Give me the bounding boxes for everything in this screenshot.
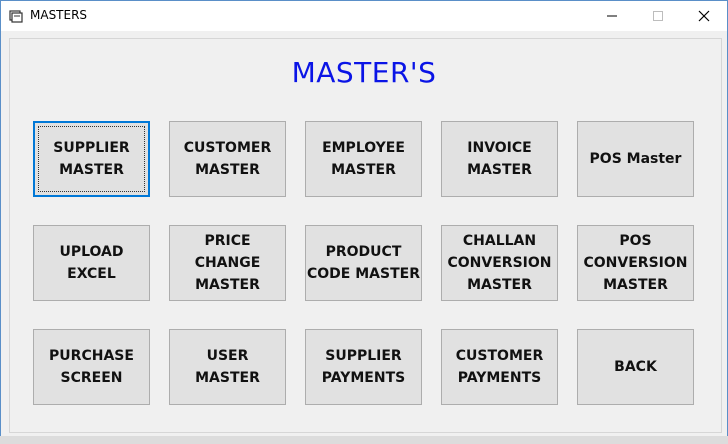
pos-master-button[interactable]: POS Master bbox=[577, 121, 694, 197]
product-code-master-button[interactable]: PRODUCT CODE MASTER bbox=[305, 225, 422, 301]
button-label: EMPLOYEE MASTER bbox=[322, 140, 405, 178]
window-bottom-edge bbox=[0, 436, 728, 444]
button-label: UPLOAD EXCEL bbox=[59, 244, 124, 282]
back-button[interactable]: BACK bbox=[577, 329, 694, 405]
purchase-screen-button[interactable]: PURCHASE SCREEN bbox=[33, 329, 150, 405]
customer-master-button[interactable]: CUSTOMER MASTER bbox=[169, 121, 286, 197]
button-label: CHALLAN CONVERSION MASTER bbox=[447, 233, 552, 293]
minimize-button[interactable] bbox=[589, 1, 635, 31]
button-label: CUSTOMER MASTER bbox=[183, 140, 272, 178]
page-title: MASTER'S bbox=[291, 56, 437, 89]
title-bar[interactable]: MASTERS bbox=[1, 1, 727, 31]
invoice-master-button[interactable]: INVOICE MASTER bbox=[441, 121, 558, 197]
employee-master-button[interactable]: EMPLOYEE MASTER bbox=[305, 121, 422, 197]
button-label: PRICE CHANGE MASTER bbox=[194, 233, 261, 293]
button-label: INVOICE MASTER bbox=[467, 140, 532, 178]
button-label: POS CONVERSION MASTER bbox=[583, 233, 688, 293]
button-label: USER MASTER bbox=[195, 348, 260, 386]
maximize-button[interactable] bbox=[635, 1, 681, 31]
close-icon bbox=[698, 10, 710, 22]
button-label: POS Master bbox=[589, 151, 682, 167]
button-label: PURCHASE SCREEN bbox=[49, 348, 134, 386]
window-title: MASTERS bbox=[30, 8, 88, 22]
app-icon bbox=[9, 9, 23, 23]
price-change-master-button[interactable]: PRICE CHANGE MASTER bbox=[169, 225, 286, 301]
challan-conversion-master-button[interactable]: CHALLAN CONVERSION MASTER bbox=[441, 225, 558, 301]
pos-conversion-master-button[interactable]: POS CONVERSION MASTER bbox=[577, 225, 694, 301]
minimize-icon bbox=[607, 15, 617, 17]
button-label: SUPPLIER MASTER bbox=[53, 140, 130, 178]
supplier-master-button[interactable]: SUPPLIER MASTER bbox=[33, 121, 150, 197]
supplier-payments-button[interactable]: SUPPLIER PAYMENTS bbox=[305, 329, 422, 405]
maximize-icon bbox=[653, 11, 663, 21]
button-label: PRODUCT CODE MASTER bbox=[307, 244, 420, 282]
close-button[interactable] bbox=[681, 1, 727, 31]
button-label: CUSTOMER PAYMENTS bbox=[455, 348, 544, 386]
customer-payments-button[interactable]: CUSTOMER PAYMENTS bbox=[441, 329, 558, 405]
user-master-button[interactable]: USER MASTER bbox=[169, 329, 286, 405]
upload-excel-button[interactable]: UPLOAD EXCEL bbox=[33, 225, 150, 301]
button-label: BACK bbox=[614, 359, 657, 375]
button-label: SUPPLIER PAYMENTS bbox=[321, 348, 406, 386]
